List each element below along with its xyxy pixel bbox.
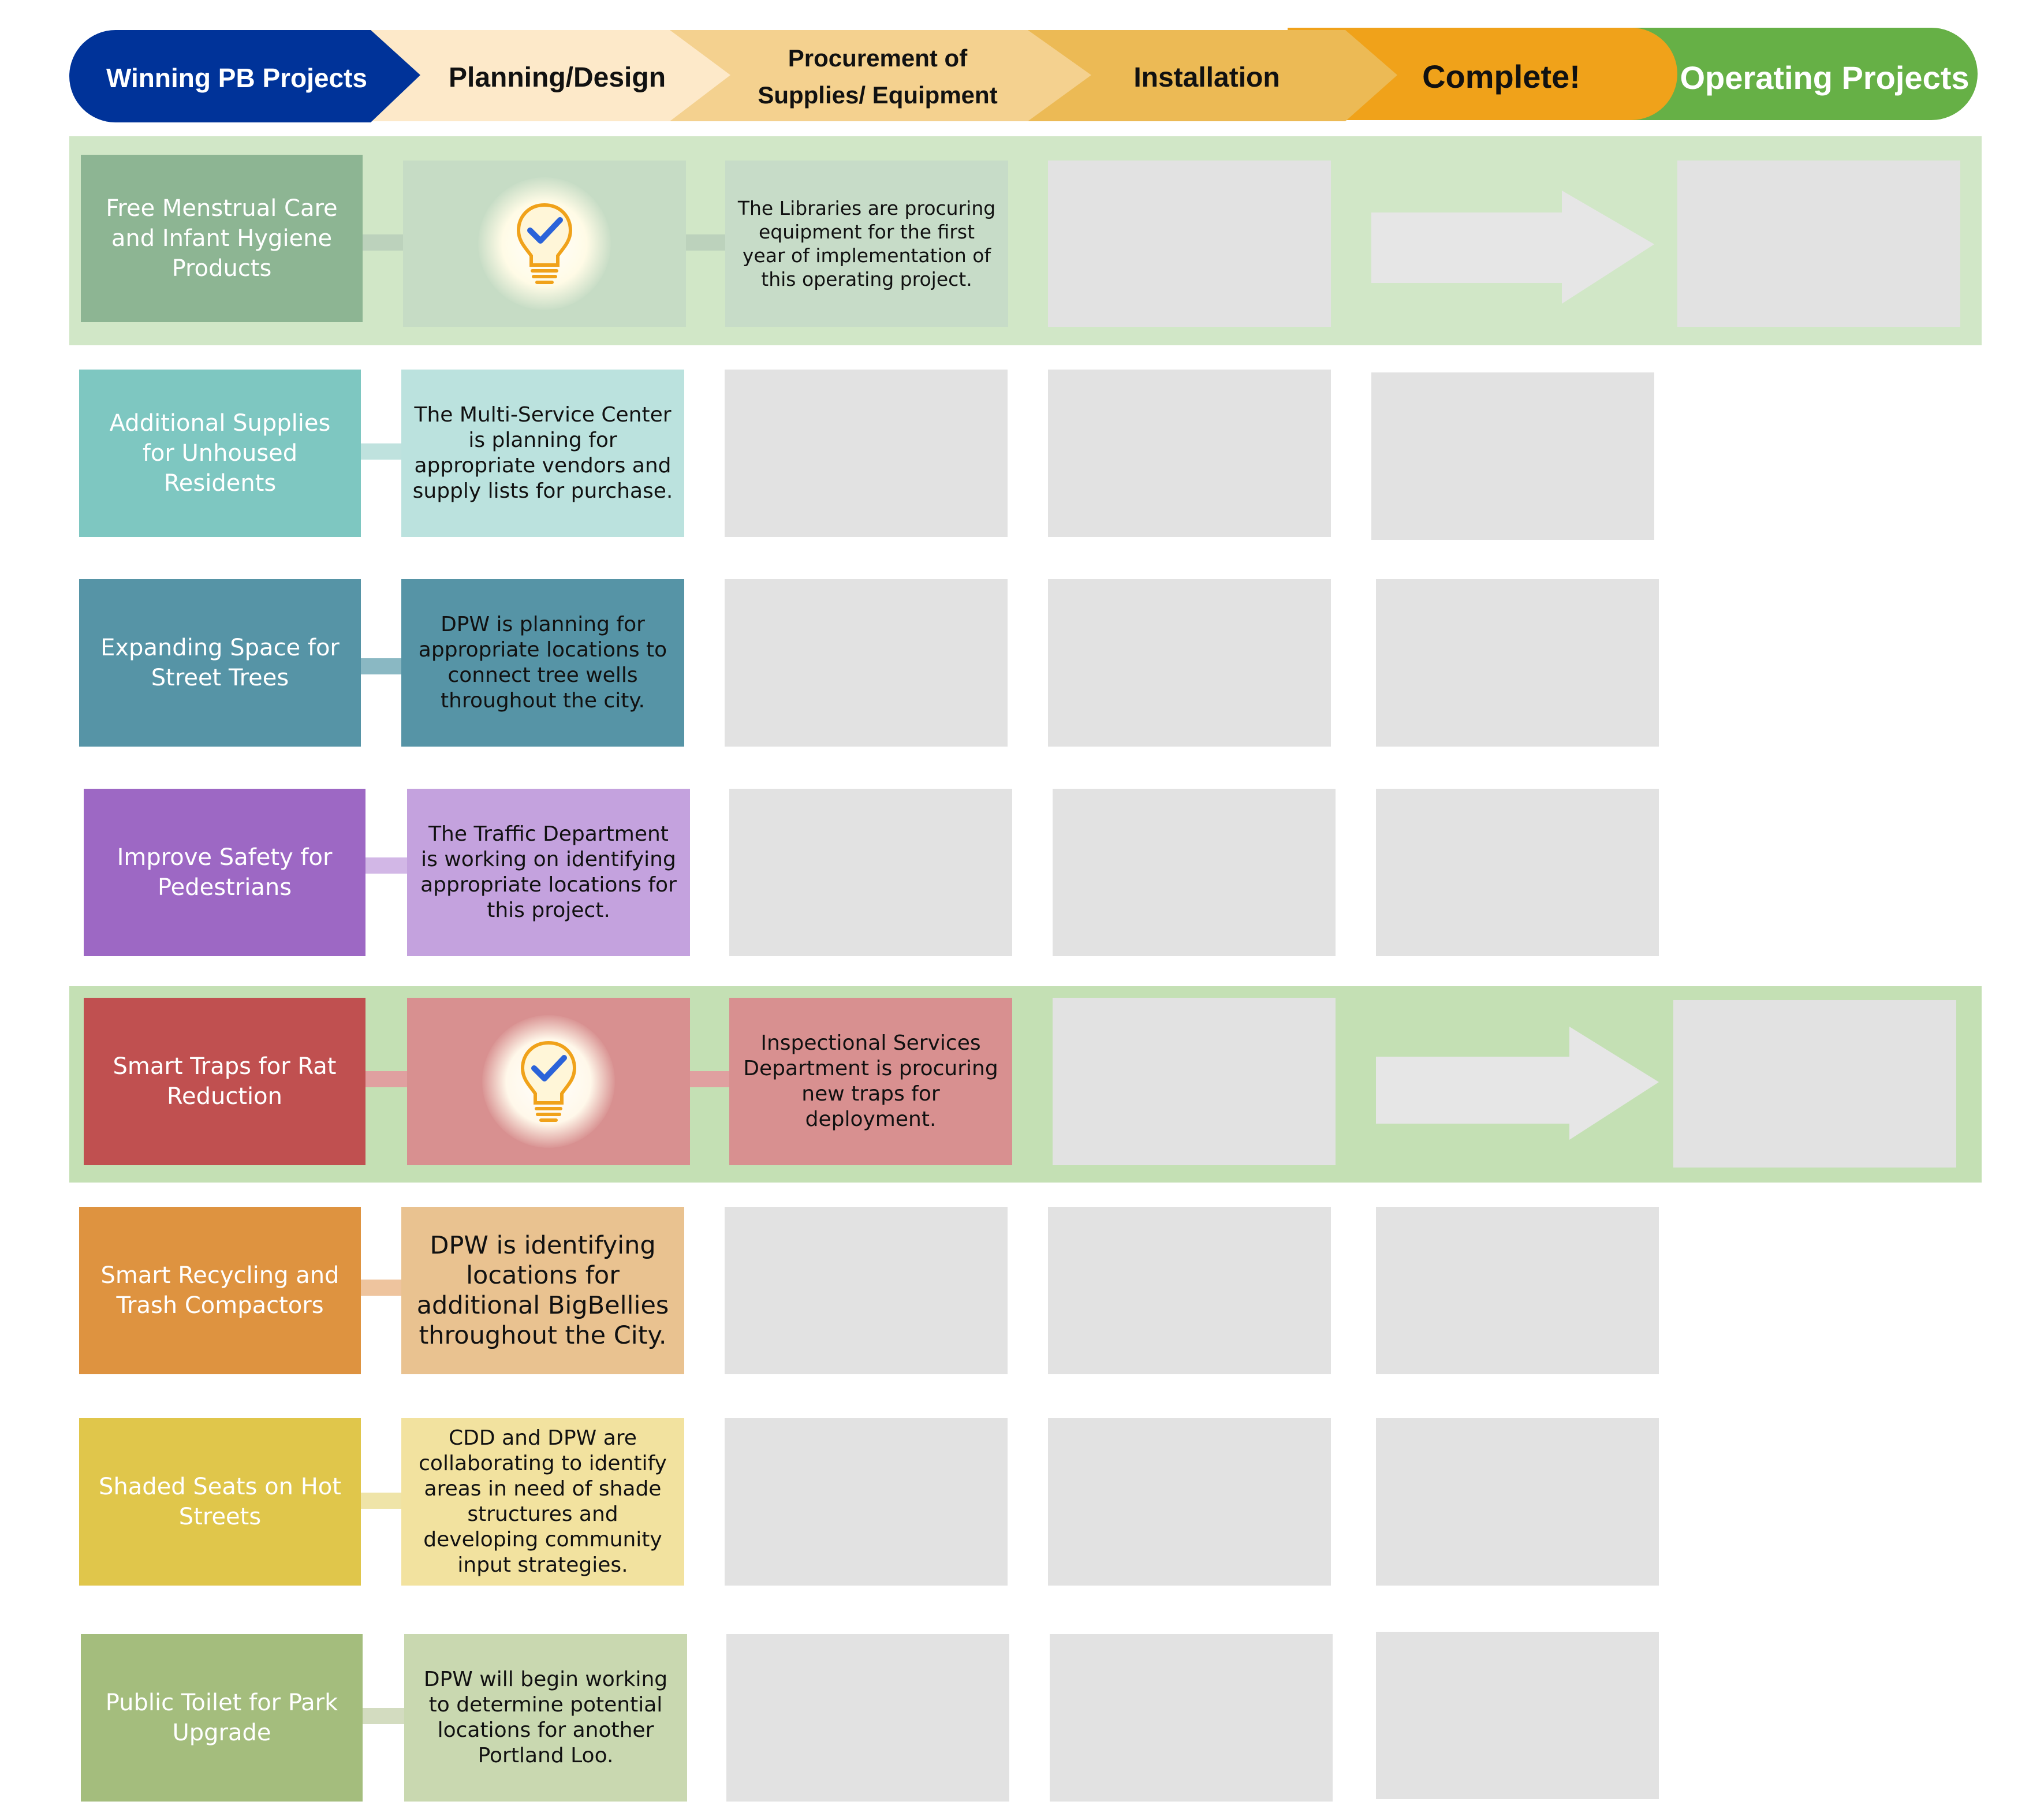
connector <box>358 658 404 674</box>
connector <box>358 1493 404 1509</box>
installation-box-rat <box>1053 998 1336 1165</box>
installation-box-menstrual <box>1048 161 1331 327</box>
project-box-unhoused: Additional Supplies for Unhoused Residen… <box>79 370 361 537</box>
installation-box-toilet <box>1050 1634 1333 1802</box>
planning-box-recycling: DPW is identifying locations for additio… <box>401 1207 684 1374</box>
procurement-box-rat: Inspectional Services Department is proc… <box>729 998 1012 1165</box>
planning-box-shade: CDD and DPW are collaborating to identif… <box>401 1418 684 1586</box>
planning-box-pedestrians: The Traffic Department is working on ide… <box>407 789 690 956</box>
stage-label-procurement: Procurement of Supplies/ Equipment <box>758 44 998 109</box>
planning-box-menstrual <box>403 161 686 327</box>
planning-box-trees: DPW is planning for appropriate location… <box>401 579 684 747</box>
bulb-glow <box>478 177 611 310</box>
procurement-box-recycling <box>725 1207 1008 1374</box>
installation-box-shade <box>1048 1418 1331 1586</box>
connector <box>358 234 404 251</box>
stage-label-winning: Winning PB Projects <box>106 63 367 93</box>
connector <box>361 1708 407 1724</box>
project-box-recycling: Smart Recycling and Trash Compactors <box>79 1207 361 1374</box>
lightbulb-check-icon <box>520 1040 577 1122</box>
lightbulb-check-icon <box>516 203 573 284</box>
connector <box>363 857 409 874</box>
stage-winning-shape <box>69 30 420 122</box>
project-box-toilet: Public Toilet for Park Upgrade <box>81 1634 363 1802</box>
complete-box-pedestrians <box>1376 789 1659 956</box>
project-box-rat: Smart Traps for Rat Reduction <box>84 998 365 1165</box>
stage-label-operating: Operating Projects <box>1680 59 1970 96</box>
connector <box>363 1071 409 1087</box>
stage-header <box>69 28 1978 122</box>
installation-box-trees <box>1048 579 1331 747</box>
stage-complete-shape <box>1288 28 1677 120</box>
stage-label-planning: Planning/Design <box>448 62 666 93</box>
project-box-menstrual: Free Menstrual Care and Infant Hygiene P… <box>81 155 363 322</box>
installation-box-recycling <box>1048 1207 1331 1374</box>
bulb-glow <box>482 1015 615 1148</box>
arrow-to-operating <box>1376 1027 1659 1140</box>
stage-label-complete: Complete! <box>1422 58 1580 95</box>
complete-box-recycling <box>1376 1207 1659 1374</box>
installation-box-pedestrians <box>1053 789 1336 956</box>
operating-box-menstrual <box>1677 161 1960 327</box>
project-box-trees: Expanding Space for Street Trees <box>79 579 361 747</box>
complete-box-toilet <box>1376 1632 1659 1799</box>
planning-box-toilet: DPW will begin working to determine pote… <box>404 1634 687 1802</box>
complete-box-trees <box>1376 579 1659 747</box>
operating-box-rat <box>1673 1000 1956 1168</box>
connector <box>681 234 728 251</box>
procurement-box-toilet <box>726 1634 1009 1802</box>
procurement-box-trees <box>725 579 1008 747</box>
procurement-box-menstrual: The Libraries are procuring equipment fo… <box>725 161 1008 327</box>
installation-box-unhoused <box>1048 370 1331 537</box>
complete-box-unhoused <box>1371 372 1654 540</box>
planning-box-rat <box>407 998 690 1165</box>
connector <box>684 1071 730 1087</box>
stage-installation-shape <box>1016 30 1397 121</box>
project-box-pedestrians: Improve Safety for Pedestrians <box>84 789 365 956</box>
stage-planning-shape <box>370 30 730 121</box>
complete-box-shade <box>1376 1418 1659 1586</box>
connector <box>358 443 404 460</box>
stage-operating-shape <box>1617 28 1978 120</box>
project-box-shade: Shaded Seats on Hot Streets <box>79 1418 361 1586</box>
procurement-box-pedestrians <box>729 789 1012 956</box>
procurement-box-shade <box>725 1418 1008 1586</box>
arrow-to-operating <box>1371 191 1654 304</box>
connector <box>358 1280 404 1296</box>
stage-label-installation: Installation <box>1133 62 1280 93</box>
procurement-box-unhoused <box>725 370 1008 537</box>
stage-procurement-shape <box>664 30 1091 121</box>
planning-box-unhoused: The Multi-Service Center is planning for… <box>401 370 684 537</box>
